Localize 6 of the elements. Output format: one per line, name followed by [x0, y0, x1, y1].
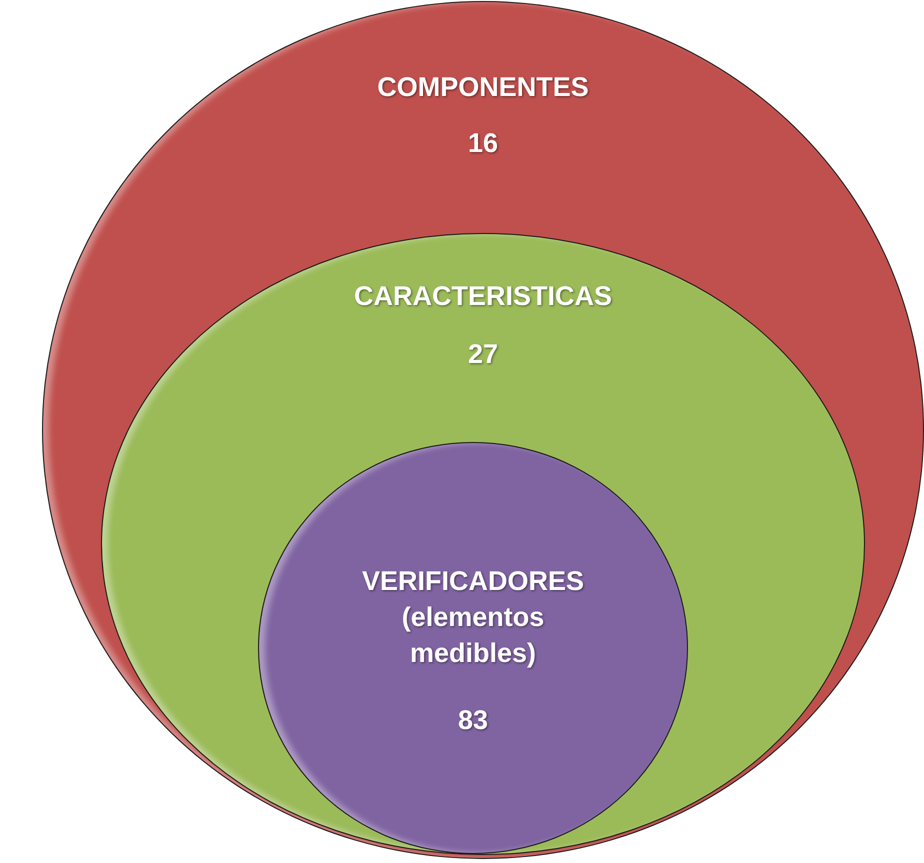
circle-title: COMPONENTES	[377, 71, 589, 104]
count-number: 16	[468, 127, 498, 160]
count-number: 83	[458, 704, 488, 737]
count-number: 27	[468, 338, 498, 371]
circle-title: VERIFICADORES (elementos medibles)	[360, 565, 586, 670]
circle-title: CARACTERISTICAS	[354, 280, 612, 313]
